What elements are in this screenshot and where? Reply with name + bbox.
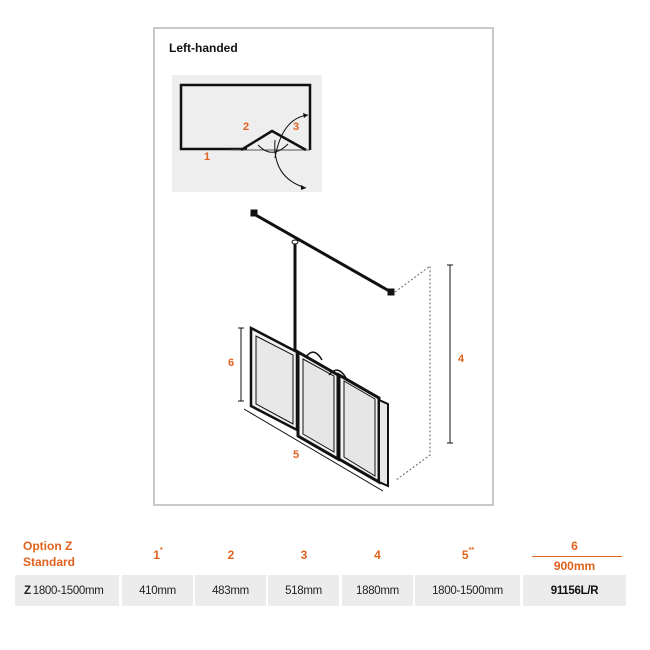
header-col-6: 6 bbox=[571, 539, 578, 553]
row-cell-4: 1880mm bbox=[342, 575, 413, 606]
header-col-1: 1* bbox=[122, 547, 194, 562]
row-option-prefix: Z bbox=[24, 584, 31, 597]
header-col-6-divider bbox=[532, 556, 622, 557]
row-cell-3: 518mm bbox=[268, 575, 339, 606]
option-header-line2: Standard bbox=[23, 555, 76, 569]
header-col-5: 5** bbox=[415, 547, 521, 562]
header-col-4: 4 bbox=[374, 548, 381, 562]
header-col-6-sub: 900mm bbox=[553, 559, 596, 573]
row-cell-6-product-code: 91156L/R bbox=[523, 575, 626, 606]
diagram-title: Left-handed bbox=[169, 41, 238, 55]
row-option-size: 1800-1500mm bbox=[32, 584, 104, 597]
plan-view-background bbox=[172, 75, 322, 192]
header-col-1-mark: * bbox=[159, 547, 163, 554]
header-col-5-mark: ** bbox=[468, 547, 475, 554]
option-header-line1: Option Z bbox=[23, 539, 73, 553]
plan-label-1: 1 bbox=[204, 151, 211, 163]
option-header: Option Z Standard bbox=[23, 538, 75, 570]
dimension-label-6: 6 bbox=[228, 357, 235, 369]
dimension-label-4: 4 bbox=[458, 353, 465, 365]
plan-view bbox=[179, 83, 312, 190]
header-col-3: 3 bbox=[300, 548, 308, 562]
plan-label-2: 2 bbox=[243, 121, 250, 133]
plan-label-3: 3 bbox=[293, 121, 300, 133]
enclosure-3d bbox=[238, 209, 453, 492]
dimension-label-5: 5 bbox=[293, 449, 300, 461]
row-cell-5: 1800-1500mm bbox=[415, 575, 520, 606]
header-col-5-label: 5 bbox=[461, 548, 469, 562]
header-col-2: 2 bbox=[227, 548, 235, 562]
row-cell-2: 483mm bbox=[195, 575, 266, 606]
row-cell-1: 410mm bbox=[122, 575, 193, 606]
header-col-1-label: 1 bbox=[153, 548, 160, 562]
